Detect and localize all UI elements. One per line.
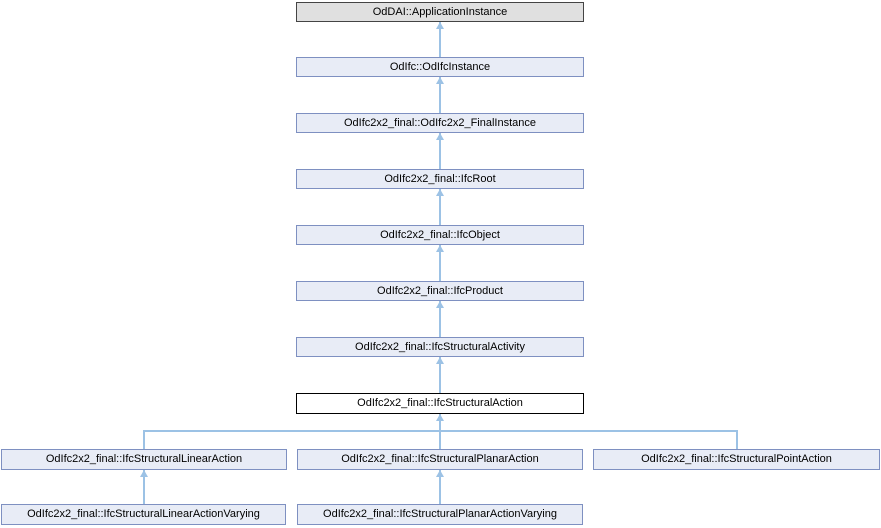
edge-line bbox=[143, 470, 145, 504]
arrow-up-icon bbox=[436, 357, 444, 364]
edge-line bbox=[143, 430, 145, 449]
node-ifc-structural-planar-action[interactable]: OdIfc2x2_final::IfcStructuralPlanarActio… bbox=[297, 449, 583, 470]
node-ifc-structural-linear-action[interactable]: OdIfc2x2_final::IfcStructuralLinearActio… bbox=[1, 449, 287, 470]
node-ifc-root[interactable]: OdIfc2x2_final::IfcRoot bbox=[296, 169, 584, 189]
arrow-up-icon bbox=[436, 133, 444, 140]
arrow-up-icon bbox=[436, 245, 444, 252]
edge-line bbox=[439, 77, 441, 113]
edge-line bbox=[439, 133, 441, 169]
node-oddai-application-instance: OdDAI::ApplicationInstance bbox=[296, 2, 584, 22]
node-ifc-object[interactable]: OdIfc2x2_final::IfcObject bbox=[296, 225, 584, 245]
arrow-up-icon bbox=[436, 301, 444, 308]
edge-line bbox=[439, 22, 441, 57]
edge-line bbox=[439, 301, 441, 337]
arrow-up-icon bbox=[436, 189, 444, 196]
edge-line bbox=[439, 470, 441, 504]
node-ifc-structural-point-action[interactable]: OdIfc2x2_final::IfcStructuralPointAction bbox=[593, 449, 880, 470]
edge-line bbox=[439, 414, 441, 431]
node-odifc2x2-final-instance[interactable]: OdIfc2x2_final::OdIfc2x2_FinalInstance bbox=[296, 113, 584, 133]
edge-line bbox=[439, 357, 441, 393]
node-ifc-structural-planar-action-varying[interactable]: OdIfc2x2_final::IfcStructuralPlanarActio… bbox=[297, 504, 583, 525]
edge-line bbox=[439, 430, 441, 449]
arrow-up-icon bbox=[140, 470, 148, 477]
arrow-up-icon bbox=[436, 414, 444, 421]
node-ifc-structural-linear-action-varying[interactable]: OdIfc2x2_final::IfcStructuralLinearActio… bbox=[1, 504, 286, 525]
arrow-up-icon bbox=[436, 470, 444, 477]
arrow-up-icon bbox=[436, 22, 444, 29]
node-ifc-structural-action: OdIfc2x2_final::IfcStructuralAction bbox=[296, 393, 584, 414]
edge-line bbox=[736, 430, 738, 449]
edge-line bbox=[439, 189, 441, 225]
arrow-up-icon bbox=[436, 77, 444, 84]
node-odifc-instance[interactable]: OdIfc::OdIfcInstance bbox=[296, 57, 584, 77]
edge-line bbox=[439, 245, 441, 281]
node-ifc-structural-activity[interactable]: OdIfc2x2_final::IfcStructuralActivity bbox=[296, 337, 584, 357]
node-ifc-product[interactable]: OdIfc2x2_final::IfcProduct bbox=[296, 281, 584, 301]
